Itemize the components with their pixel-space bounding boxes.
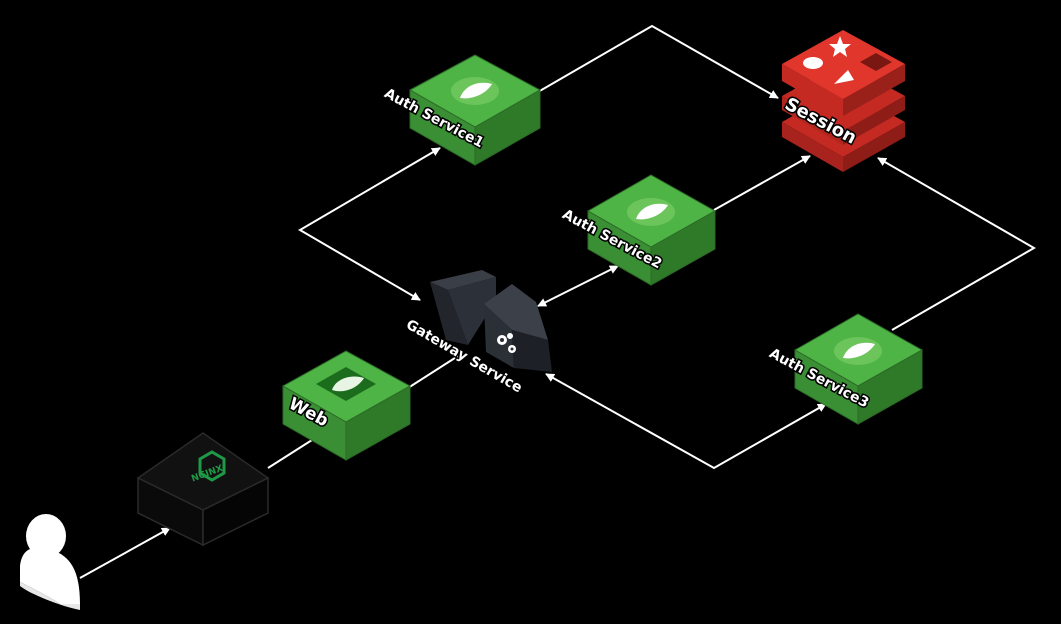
session-node: Session — [780, 30, 905, 172]
connector-auth2-session — [713, 155, 811, 211]
auth-service2-node: Auth Service2 — [558, 174, 717, 286]
gateway-node: Gateway Service — [402, 270, 552, 398]
spring-leaf-icon — [627, 198, 675, 226]
leaf-icon — [316, 367, 376, 401]
gears-icon — [497, 333, 516, 353]
nginx-icon: NGINX — [190, 450, 226, 484]
connector-auth1-session — [537, 24, 779, 99]
connector-gateway-auth3 — [545, 373, 827, 470]
user-node — [20, 514, 80, 610]
auth-service3-node: Auth Service3 — [765, 313, 924, 425]
connector-gateway-auth2 — [537, 265, 619, 307]
connector-gateway-auth1 — [298, 147, 441, 301]
connector-auth3-session — [877, 157, 1037, 331]
connector-user-nginx — [79, 527, 171, 579]
spring-leaf-icon — [451, 77, 499, 105]
spring-leaf-icon — [834, 337, 882, 365]
connectors — [79, 24, 1037, 579]
nginx-node: NGINX — [136, 432, 270, 547]
redis-icon — [803, 36, 892, 84]
connector-web-gateway — [407, 355, 459, 389]
connector-nginx-web — [267, 439, 313, 469]
auth-service1-node: Auth Service1 — [380, 54, 542, 166]
web-node: Web — [281, 350, 412, 461]
user-icon — [20, 514, 80, 610]
